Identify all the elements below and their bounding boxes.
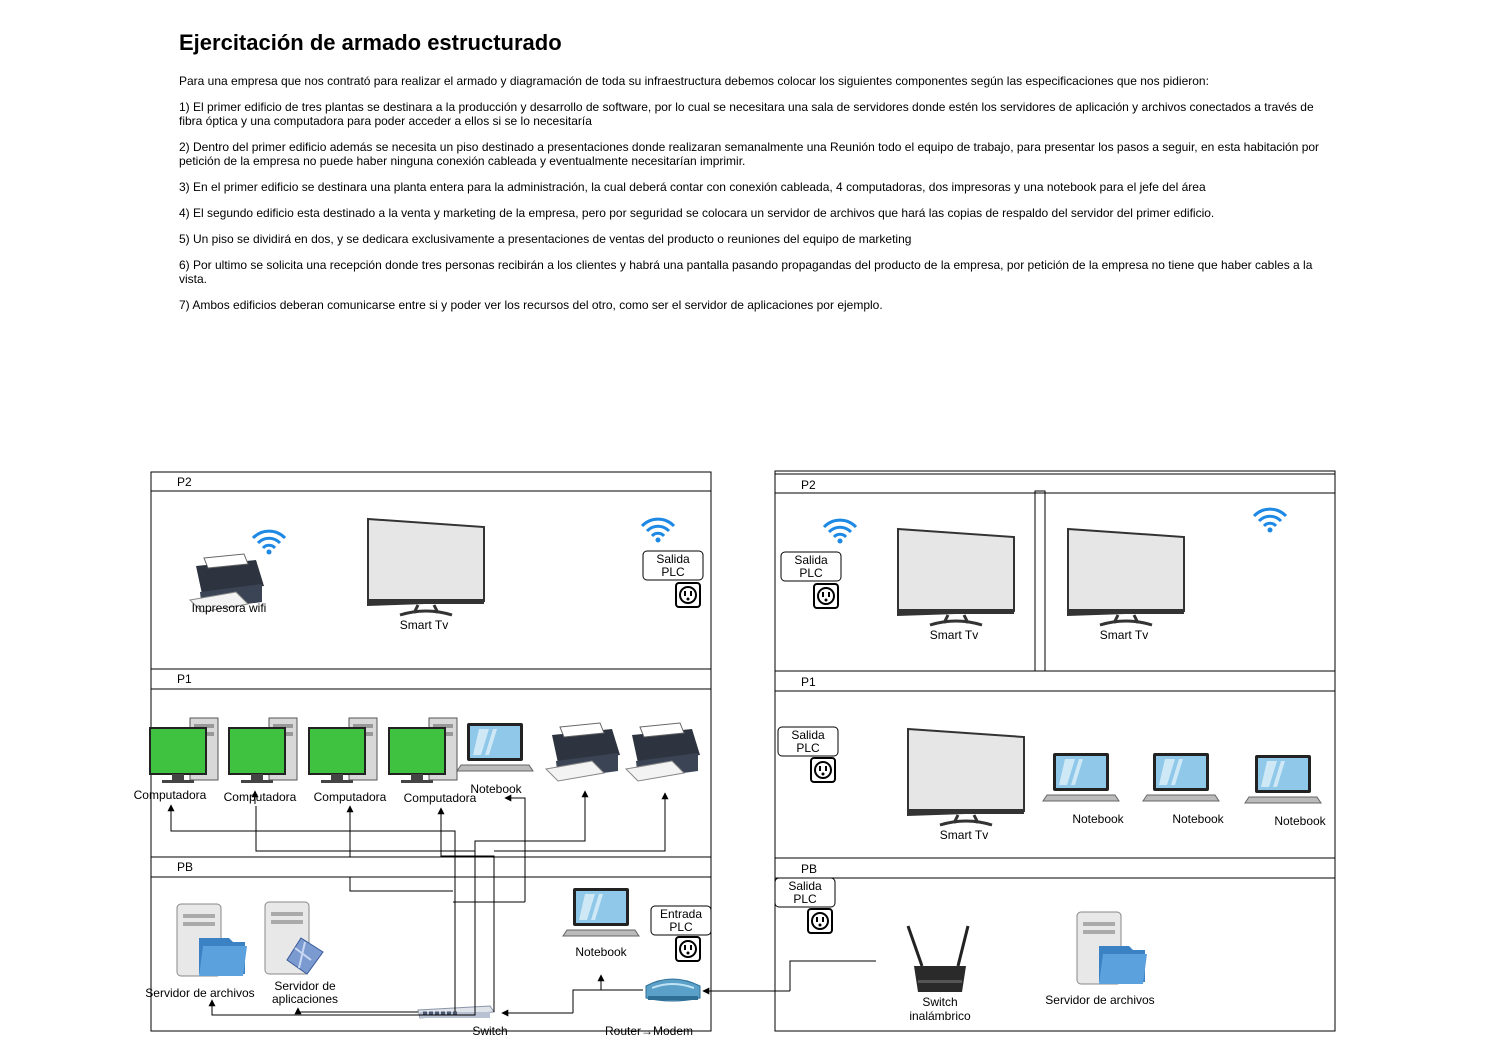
switch-label: Switch (472, 1024, 507, 1038)
plc-output-box (774, 877, 836, 908)
floor-label-p2: P2 (177, 475, 192, 489)
smart-tv-label: Smart Tv (1100, 628, 1148, 642)
wifi-icon (251, 529, 287, 556)
smart-tv-label: Smart Tv (930, 628, 978, 642)
desktop-computer-icon (228, 717, 298, 784)
requirement-5: 5) Un piso se dividirá en dos, y se dedi… (179, 232, 912, 246)
laptop-icon (562, 887, 640, 937)
wifi-icon (640, 517, 676, 544)
app-server-label: aplicaciones (272, 992, 338, 1006)
smart-tv-icon (896, 527, 1016, 627)
plc-output-label: Salida PLC (794, 553, 828, 580)
desktop-computer-icon (388, 717, 458, 784)
power-outlet-icon (807, 908, 833, 934)
app-server-label: Servidor de (274, 979, 336, 993)
requirement-6: 6) Por ultimo se solicita una recepción … (179, 258, 1313, 286)
laptop-icon (1244, 754, 1322, 804)
smart-tv-label: Smart Tv (940, 828, 988, 842)
smart-tv-icon (1066, 527, 1186, 627)
document-title: Ejercitación de armado estructurado (179, 30, 562, 55)
floor-label-p1: P1 (177, 672, 192, 686)
plc-output-box (780, 551, 842, 582)
router-modem-label: Router→Modem (605, 1024, 693, 1038)
exercise-document: Ejercitación de armado estructurado Para… (179, 30, 1329, 324)
printer-label: Impresora wifi (192, 601, 267, 615)
laptop-icon (1042, 752, 1120, 802)
power-outlet-icon (675, 582, 701, 608)
requirement-3: 3) En el primer edificio se destinara un… (179, 180, 1206, 194)
requirement-7: 7) Ambos edificios deberan comunicarse e… (179, 298, 883, 312)
file-server-label: Servidor de archivos (1045, 993, 1154, 1007)
computer-label: Computadora (224, 790, 297, 804)
switch-icon (417, 1005, 495, 1019)
router-modem-icon (645, 978, 701, 1002)
smart-tv-icon (906, 727, 1026, 827)
wireless-switch-label: Switch (922, 995, 957, 1009)
desktop-computer-icon (308, 717, 378, 784)
desktop-computer-icon (149, 717, 219, 784)
floor-label-pb: PB (801, 862, 817, 876)
printer-icon (545, 722, 621, 782)
plc-input-label: Entrada PLC (659, 907, 703, 934)
requirement-2: 2) Dentro del primer edificio además se … (179, 140, 1320, 168)
plc-output-box (777, 726, 839, 757)
plc-output-label: Salida PLC (656, 552, 690, 579)
room-divider (1034, 490, 1046, 672)
wireless-switch-icon (906, 925, 970, 992)
floor-label-p1: P1 (801, 675, 816, 689)
requirement-4: 4) El segundo edificio esta destinado a … (179, 206, 1215, 220)
file-server-label: Servidor de archivos (145, 986, 254, 1000)
file-server-icon (1076, 911, 1148, 985)
notebook-label: Notebook (470, 782, 522, 796)
notebook-label: Notebook (1072, 812, 1124, 826)
computer-label: Computadora (404, 791, 477, 805)
floor-label-p2: P2 (801, 478, 816, 492)
plc-output-box (642, 550, 704, 581)
laptop-icon (456, 722, 534, 772)
wifi-icon (822, 518, 858, 545)
wireless-switch-label: inalámbrico (909, 1009, 971, 1023)
building-2: P2 P1 PB (774, 470, 1336, 1032)
laptop-icon (1142, 752, 1220, 802)
plc-input-box (650, 905, 712, 936)
computer-label: Computadora (314, 790, 387, 804)
floor-label-pb: PB (177, 860, 193, 874)
printer-icon (625, 722, 701, 782)
smart-tv-label: Smart Tv (400, 618, 448, 632)
cabling (167, 790, 876, 1017)
computer-label: Computadora (134, 788, 207, 802)
notebook-label: Notebook (1172, 812, 1224, 826)
smart-tv-icon (366, 517, 486, 617)
file-server-icon (176, 903, 248, 977)
application-server-icon (264, 901, 324, 975)
requirement-1: 1) El primer edificio de tres plantas se… (179, 100, 1314, 128)
wifi-icon (1252, 507, 1288, 534)
power-outlet-icon (675, 936, 701, 962)
plc-output-label: Salida PLC (791, 728, 825, 755)
notebook-label: Notebook (1274, 814, 1326, 828)
intro-paragraph: Para una empresa que nos contrató para r… (179, 74, 1209, 88)
plc-output-label: Salida PLC (788, 879, 822, 906)
power-outlet-icon (813, 583, 839, 609)
notebook-label: Notebook (575, 945, 627, 959)
power-outlet-icon (810, 757, 836, 783)
